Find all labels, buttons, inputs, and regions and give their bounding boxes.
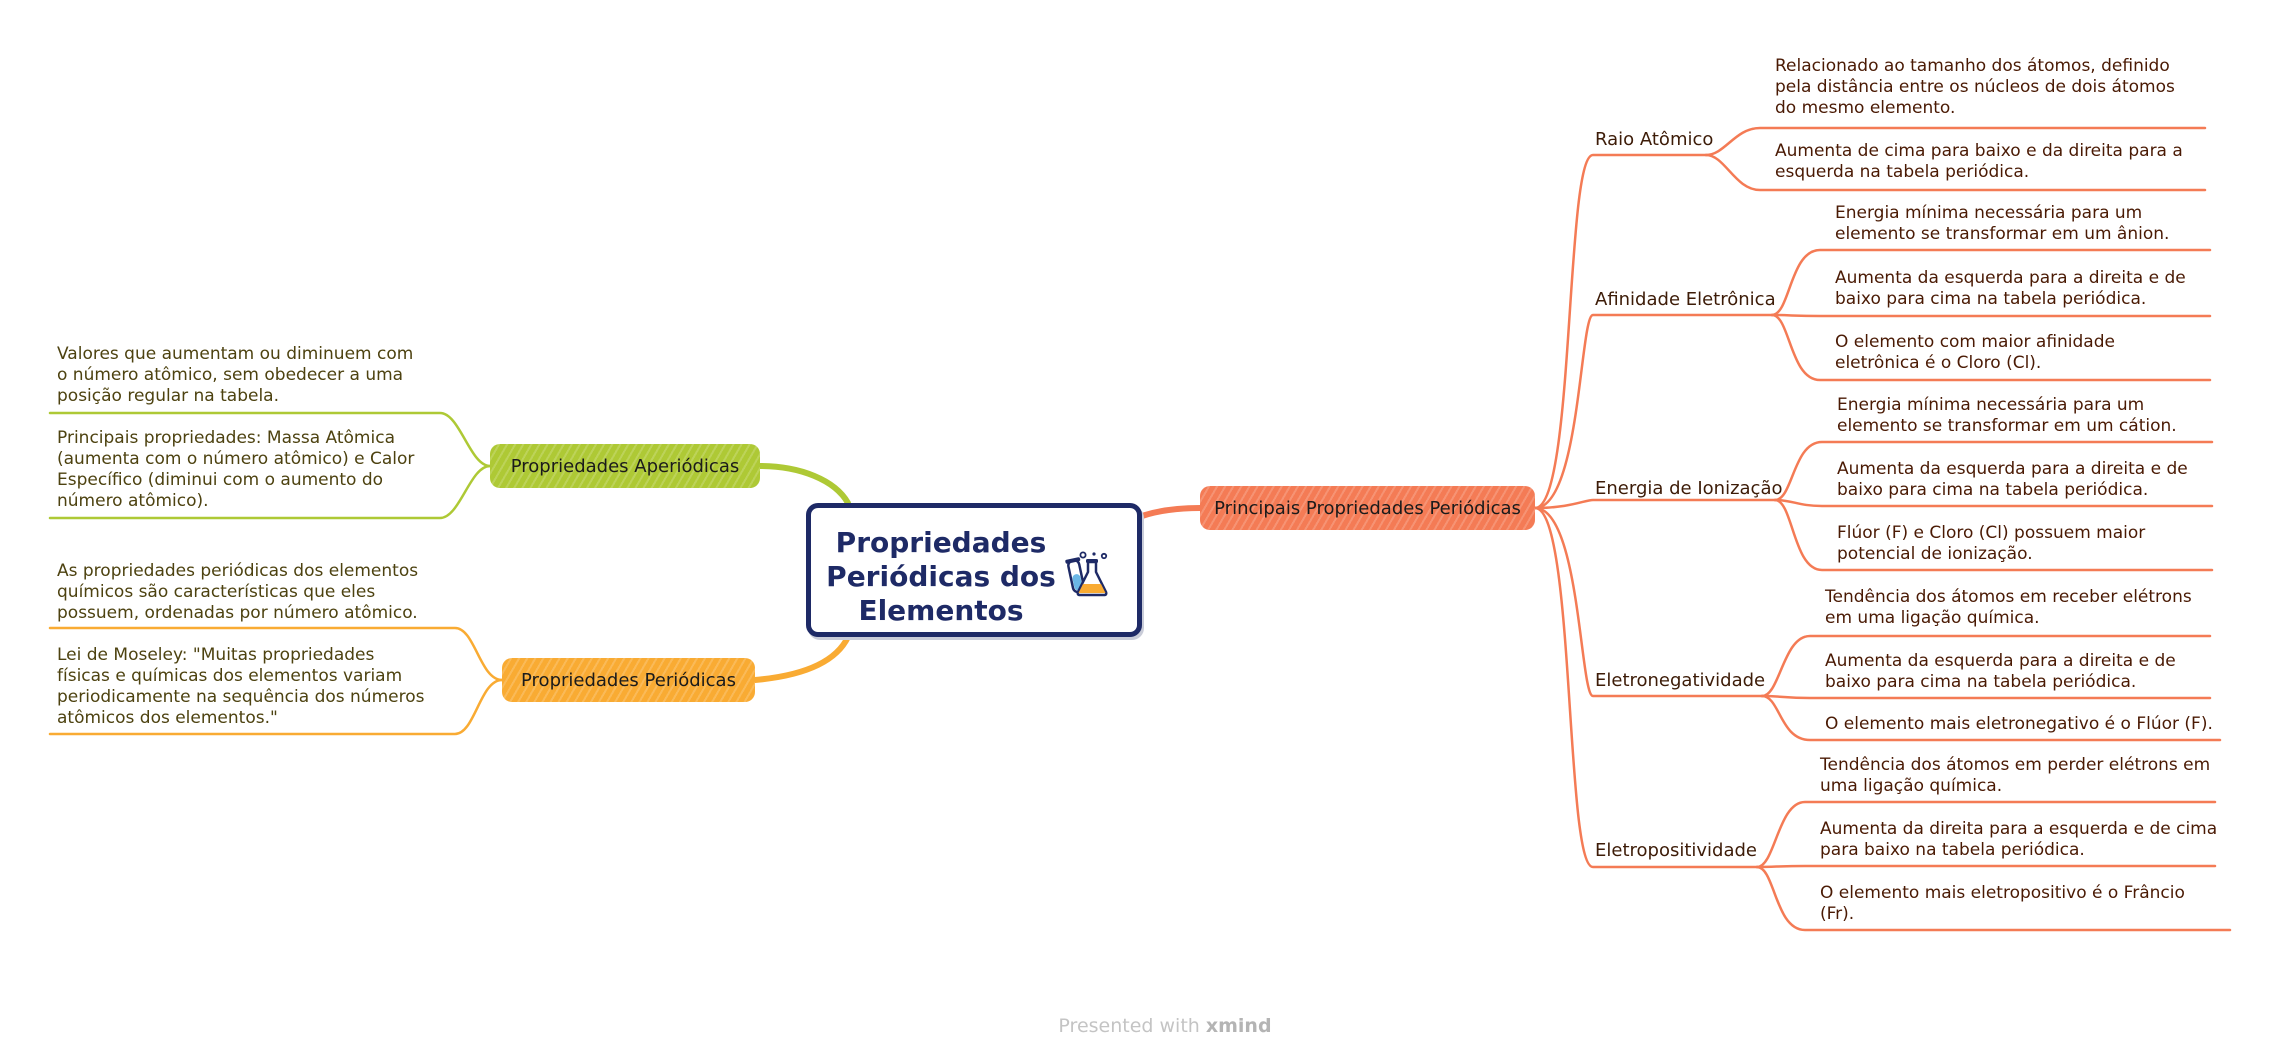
connector-eletropos-note-1	[1755, 800, 2217, 869]
note-afinidade-3[interactable]: O elemento com maior afinidade eletrônic…	[1835, 332, 2115, 373]
connector-afinidade-note-1	[1770, 248, 2212, 317]
connector-periodic-note-1	[48, 626, 504, 682]
note-aperiodic-2[interactable]: Principais propriedades: Massa Atômica (…	[57, 428, 415, 511]
branch-main-properties[interactable]: Principais Propriedades Periódicas	[1200, 486, 1535, 530]
branch-main-properties-label: Principais Propriedades Periódicas	[1214, 497, 1521, 519]
connector-main-to-raio	[1533, 153, 1708, 510]
connector-main-to-eletropos	[1533, 506, 1759, 869]
connector-raio-note-1	[1704, 126, 2207, 157]
subtopic-label: Eletropositividade	[1595, 840, 1758, 861]
branch-aperiodic-label: Propriedades Aperiódicas	[510, 455, 740, 477]
subtopic-afinidade-eletronica[interactable]: Afinidade Eletrônica	[1595, 289, 1776, 310]
flask-icon	[1065, 551, 1108, 597]
presented-with-footer: Presented with xmind	[1040, 1015, 1290, 1037]
subtopic-label: Raio Atômico	[1595, 129, 1714, 150]
note-eletropos-3[interactable]: O elemento mais eletropositivo é o Frânc…	[1820, 883, 2185, 924]
note-energia-3[interactable]: Flúor (F) e Cloro (Cl) possuem maior pot…	[1837, 523, 2146, 564]
connector-central-to-aperiodic	[757, 463, 851, 506]
connector-aperiodic-note-2	[48, 464, 492, 520]
connector-main-to-eletroneg	[1533, 506, 1764, 698]
note-afinidade-1[interactable]: Energia mínima necessária para um elemen…	[1835, 203, 2170, 244]
connector-eletropos-note-3	[1755, 865, 2232, 932]
connector-raio-note-2	[1704, 153, 2207, 192]
note-periodic-2[interactable]: Lei de Moseley: "Muitas propriedades fís…	[57, 645, 425, 728]
note-eletropos-1[interactable]: Tendência dos átomos em perder elétrons …	[1820, 755, 2211, 796]
xmind-logo: xmind	[1205, 1015, 1272, 1037]
connector-energia-note-3	[1773, 498, 2214, 572]
connector-central-to-periodic	[752, 634, 851, 683]
connector-afinidade-note-3	[1770, 313, 2212, 382]
branch-aperiodic[interactable]: Propriedades Aperiódicas	[490, 444, 760, 488]
subtopic-eletronegatividade[interactable]: Eletronegatividade	[1595, 670, 1765, 691]
note-eletroneg-2[interactable]: Aumenta da esquerda para a direita e de …	[1825, 651, 2176, 692]
central-topic[interactable]: Propriedades Periódicas dos Elementos	[806, 503, 1142, 637]
note-eletroneg-1[interactable]: Tendência dos átomos em receber elétrons…	[1825, 587, 2192, 628]
note-afinidade-2[interactable]: Aumenta da esquerda para a direita e de …	[1835, 268, 2186, 309]
connector-afinidade-note-2	[1770, 313, 2212, 318]
note-periodic-1[interactable]: As propriedades periódicas dos elementos…	[57, 561, 419, 623]
branch-periodic[interactable]: Propriedades Periódicas	[502, 658, 755, 702]
subtopic-eletropositividade[interactable]: Eletropositividade	[1595, 840, 1757, 861]
connector-aperiodic-note-1	[48, 411, 492, 468]
connector-main-to-energia	[1533, 498, 1777, 510]
branch-periodic-label: Propriedades Periódicas	[521, 669, 736, 691]
central-topic-title: Propriedades Periódicas dos Elementos	[826, 526, 1056, 627]
note-raio-1[interactable]: Relacionado ao tamanho dos átomos, defin…	[1775, 56, 2175, 118]
subtopic-energia-de-ionizacao[interactable]: Energia de Ionização	[1595, 478, 1783, 499]
subtopic-label: Eletronegatividade	[1595, 670, 1766, 691]
connector-energia-note-2	[1773, 498, 2214, 508]
note-eletropos-2[interactable]: Aumenta da direita para a esquerda e de …	[1820, 819, 2218, 860]
note-energia-2[interactable]: Aumenta da esquerda para a direita e de …	[1837, 459, 2188, 500]
connector-eletroneg-note-2	[1760, 694, 2212, 700]
connector-periodic-note-2	[48, 678, 504, 736]
connector-main-to-afinidade	[1533, 313, 1774, 510]
connector-energia-note-1	[1773, 440, 2214, 502]
note-eletroneg-3[interactable]: O elemento mais eletronegativo é o Flúor…	[1825, 714, 2213, 734]
connector-central-to-main	[1139, 505, 1203, 519]
subtopic-label: Energia de Ionização	[1595, 478, 1783, 499]
subtopic-raio-atomico[interactable]: Raio Atômico	[1595, 129, 1713, 150]
connector-eletroneg-note-1	[1760, 634, 2212, 698]
subtopic-label: Afinidade Eletrônica	[1595, 289, 1776, 310]
note-energia-1[interactable]: Energia mínima necessária para um elemen…	[1837, 395, 2177, 436]
connector-eletroneg-note-3	[1760, 694, 2222, 742]
connector-eletropos-note-2	[1755, 864, 2217, 869]
note-aperiodic-1[interactable]: Valores que aumentam ou diminuem com o n…	[57, 344, 414, 406]
note-raio-2[interactable]: Aumenta de cima para baixo e da direita …	[1775, 141, 2183, 182]
footer-prefix: Presented with	[1058, 1015, 1200, 1037]
